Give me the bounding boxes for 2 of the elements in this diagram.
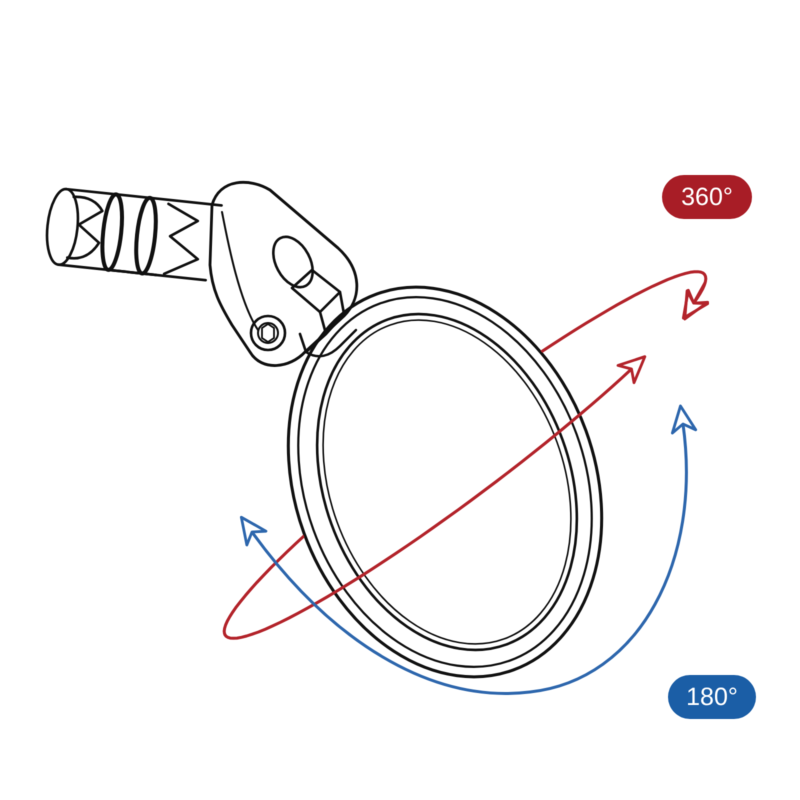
angle-badge: 180° bbox=[668, 675, 756, 719]
angle-badge: 360° bbox=[662, 175, 752, 219]
